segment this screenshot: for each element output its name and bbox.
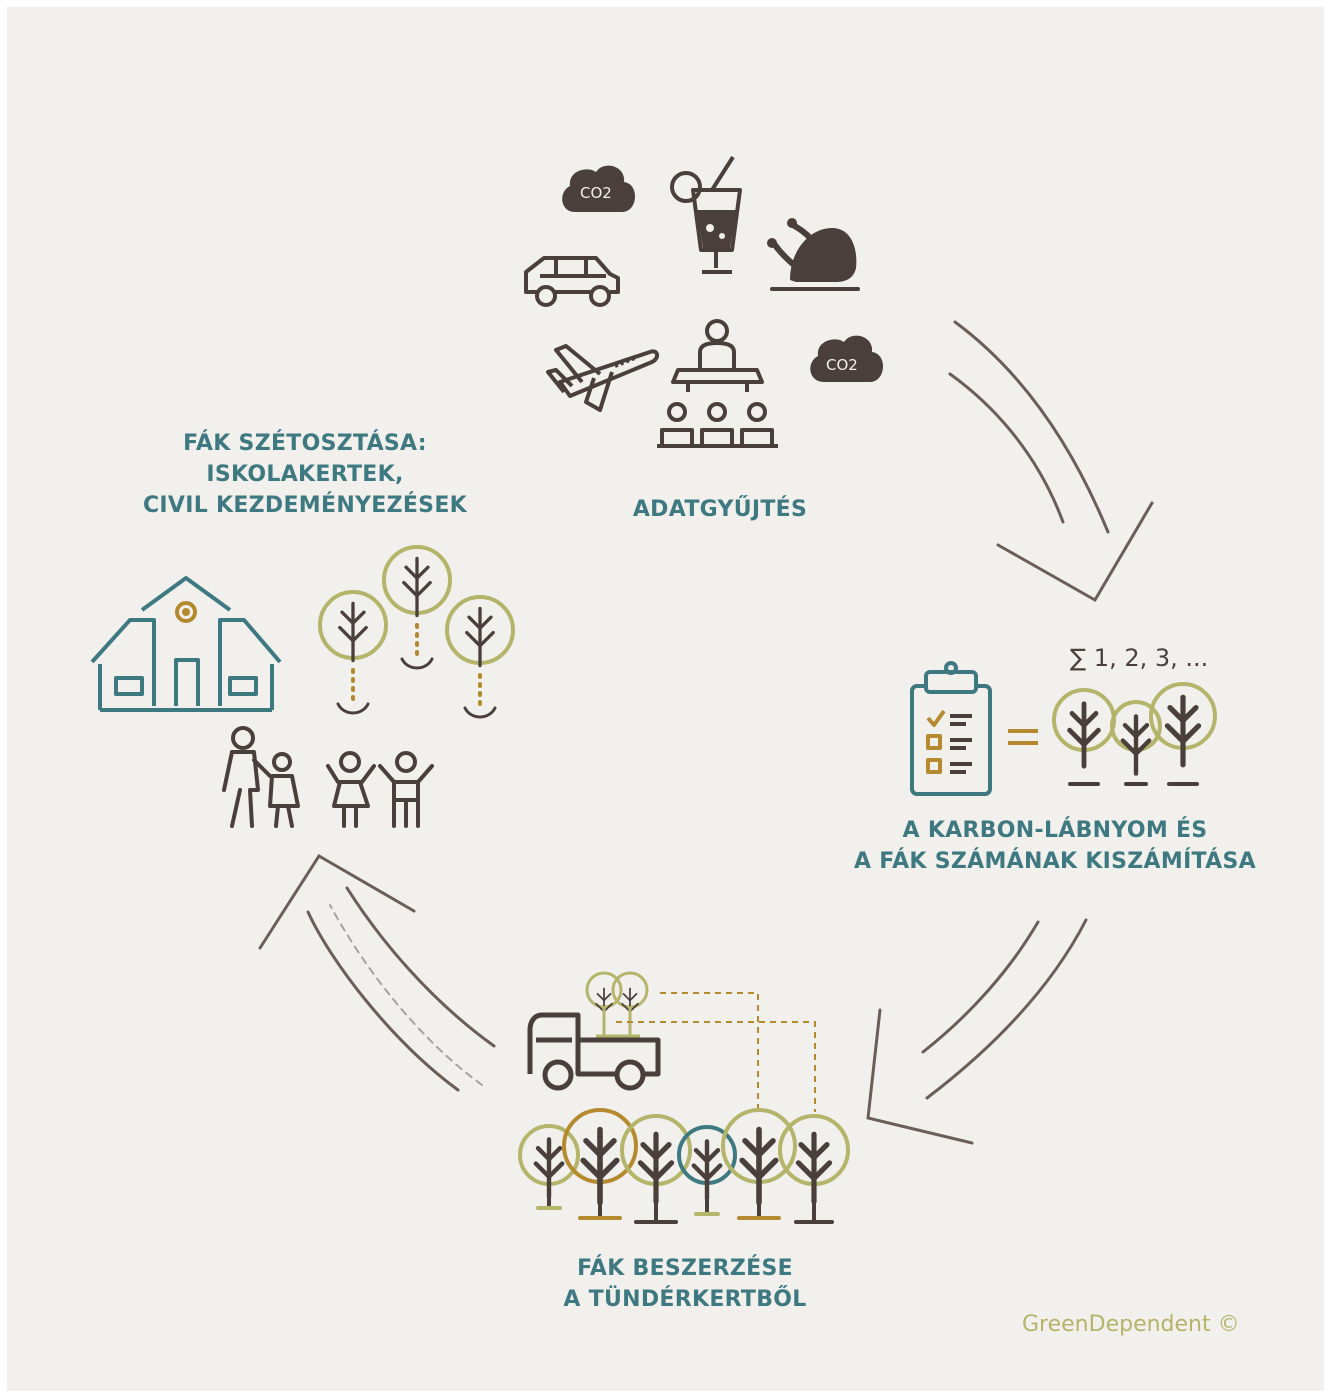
tree-row-icon (518, 1108, 850, 1224)
parent-child-icon (222, 726, 300, 828)
step-distribute-label: FÁK SZÉTOSZTÁSA: ISKOLAKERTEK, CIVIL KEZ… (142, 431, 468, 518)
arrow-collect-to-calculate (948, 320, 1154, 603)
step-collect-label: ADATGYŰJTÉS (632, 497, 808, 522)
svg-text:CO2: CO2 (826, 356, 858, 374)
children-icon (326, 751, 434, 828)
airplane-icon (546, 344, 659, 412)
planted-trees-icon (318, 545, 515, 719)
sum-formula: ∑ 1, 2, 3, ... (1070, 644, 1209, 672)
truck-icon (527, 1012, 661, 1091)
arrow-procure-to-distribute (258, 853, 496, 1092)
presentation-icon (657, 319, 778, 448)
car-icon (524, 256, 620, 307)
svg-text:CO2: CO2 (580, 184, 612, 202)
cloud-co2-icon: CO2 (810, 335, 884, 382)
roast-chicken-icon (767, 218, 860, 291)
copyright-text: GreenDependent © (1022, 1312, 1240, 1337)
tree-group-icon (1052, 682, 1217, 786)
cocktail-icon (670, 155, 742, 274)
step-calculate-label: A KARBON-LÁBNYOM ÉS A FÁK SZÁMÁNAK KISZÁ… (854, 818, 1256, 874)
truck-trees-icon (585, 971, 816, 1112)
school-house-icon (90, 576, 282, 712)
clipboard-checklist-icon (910, 661, 992, 796)
step-procure-label: FÁK BESZERZÉSE A TÜNDÉRKERTBŐL (563, 1256, 807, 1312)
arrow-calculate-to-procure (866, 918, 1088, 1145)
equals-icon (1008, 729, 1038, 745)
cloud-co2-icon: CO2 (562, 165, 636, 212)
